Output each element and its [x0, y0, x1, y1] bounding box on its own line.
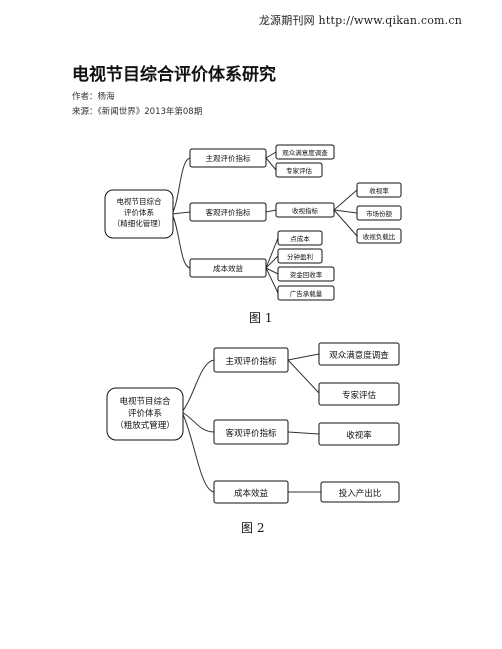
figure-1-rating-node: 收视率	[356, 182, 402, 198]
figure-1-subjective-node: 主观评价指标	[189, 148, 267, 168]
svg-text:收视负载比: 收视负载比	[363, 232, 396, 241]
svg-text:收视率: 收视率	[346, 430, 372, 441]
figure-2-connectors	[181, 353, 321, 493]
root-line-3: （精细化管理）	[113, 218, 166, 228]
svg-text:客观评价指标: 客观评价指标	[206, 207, 251, 217]
root-line-1: 电视节目综合	[117, 196, 162, 206]
figure-2-cost-node: 成本效益	[213, 480, 289, 504]
article-author: 作者：杨海	[72, 92, 115, 102]
figure-1-share-node: 市场份额	[356, 205, 402, 221]
svg-text:市场份额: 市场份额	[366, 209, 393, 218]
figure-2-survey-node: 观众满意度调查	[318, 342, 400, 366]
article-title: 电视节目综合评价体系研究	[72, 65, 276, 85]
svg-text:（粗放式管理）: （粗放式管理）	[115, 420, 175, 431]
root-line-2: 评价体系	[124, 207, 154, 217]
svg-text:客观评价指标: 客观评价指标	[225, 428, 277, 439]
figure-1-root-node: 电视节目综合 评价体系 （精细化管理）	[104, 189, 174, 239]
figure-1-point-cost-node: 点成本	[277, 230, 323, 246]
figure-1-objective-node: 客观评价指标	[189, 202, 267, 222]
svg-text:广告承载量: 广告承载量	[290, 289, 323, 298]
svg-text:评价体系: 评价体系	[128, 408, 162, 419]
svg-text:分钟盈利: 分钟盈利	[287, 252, 313, 261]
svg-text:观众满意度调查: 观众满意度调查	[329, 350, 389, 361]
figure-1-ad-capacity-node: 广告承载量	[277, 285, 335, 301]
svg-text:收视指标: 收视指标	[292, 206, 319, 215]
figure-2-expert-node: 专家评估	[318, 382, 400, 406]
figure-1-caption: 图 1	[249, 311, 273, 325]
figure-2-root-node: 电视节目综合 评价体系 （粗放式管理）	[106, 387, 184, 441]
svg-text:电视节目综合: 电视节目综合	[119, 396, 171, 407]
figure-1-expert-node: 专家评估	[275, 162, 323, 178]
svg-text:主观评价指标: 主观评价指标	[206, 153, 251, 163]
figure-1-rating-index-node: 收视指标	[275, 202, 335, 218]
svg-text:投入产出比: 投入产出比	[339, 488, 382, 499]
figure-1-load-ratio-node: 收视负载比	[356, 228, 402, 244]
figure-1-survey-node: 观众满意度调查	[275, 144, 335, 160]
figure-1-minute-profit-node: 分钟盈利	[277, 248, 323, 264]
source-watermark: 龙源期刊网 http://www.qikan.com.cn	[258, 14, 462, 27]
svg-text:专家评估: 专家评估	[342, 390, 377, 401]
figure-2-objective-node: 客观评价指标	[213, 419, 289, 445]
figure-2-caption: 图 2	[241, 521, 265, 535]
svg-text:点成本: 点成本	[290, 234, 310, 243]
figure-2-rating-node: 收视率	[318, 422, 400, 446]
figure-2-roi-node: 投入产出比	[320, 481, 400, 503]
svg-text:观众满意度调查: 观众满意度调查	[282, 148, 328, 157]
article-source: 来源：《新闻世界》2013年第08期	[72, 107, 203, 117]
figure-1-recovery-node: 资金回收率	[277, 266, 335, 282]
svg-text:收视率: 收视率	[369, 186, 389, 195]
svg-text:成本效益: 成本效益	[213, 263, 243, 273]
svg-text:资金回收率: 资金回收率	[290, 270, 323, 279]
figure-1-connectors	[171, 151, 358, 294]
svg-text:主观评价指标: 主观评价指标	[225, 356, 277, 367]
figure-1-cost-node: 成本效益	[189, 258, 267, 278]
svg-text:专家评估: 专家评估	[286, 166, 313, 175]
svg-text:成本效益: 成本效益	[234, 488, 269, 499]
figure-2-subjective-node: 主观评价指标	[213, 347, 289, 373]
